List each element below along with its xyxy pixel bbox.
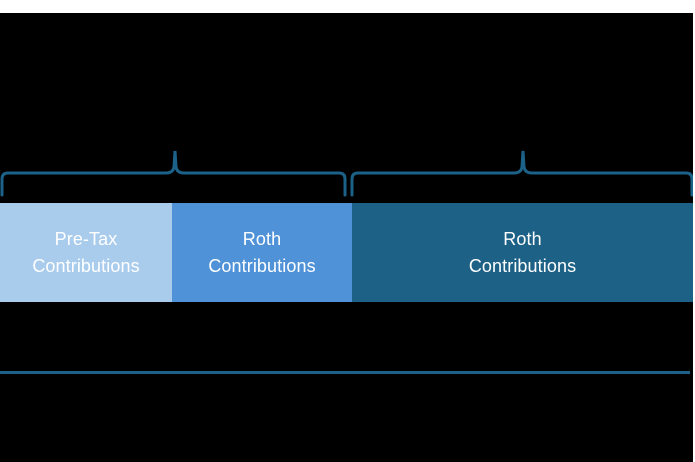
- segment-roth-contributions-dark[interactable]: Roth Contributions: [352, 203, 693, 302]
- baseline-rule: [0, 371, 690, 374]
- segment-label: Roth Contributions: [208, 228, 316, 276]
- segment-label: Pre-Tax Contributions: [32, 228, 140, 276]
- segment-pre-tax-contributions[interactable]: Pre-Tax Contributions: [0, 203, 172, 302]
- segment-label: Roth Contributions: [468, 228, 577, 276]
- right-bracket-icon: [350, 150, 694, 197]
- bracket-group: [0, 140, 695, 202]
- segment-roth-contributions-mid[interactable]: Roth Contributions: [172, 203, 352, 302]
- right-edge-strip: [693, 0, 695, 462]
- brackets-svg: [0, 150, 694, 197]
- top-edge-strip: [0, 0, 695, 13]
- left-bracket-icon: [0, 150, 347, 197]
